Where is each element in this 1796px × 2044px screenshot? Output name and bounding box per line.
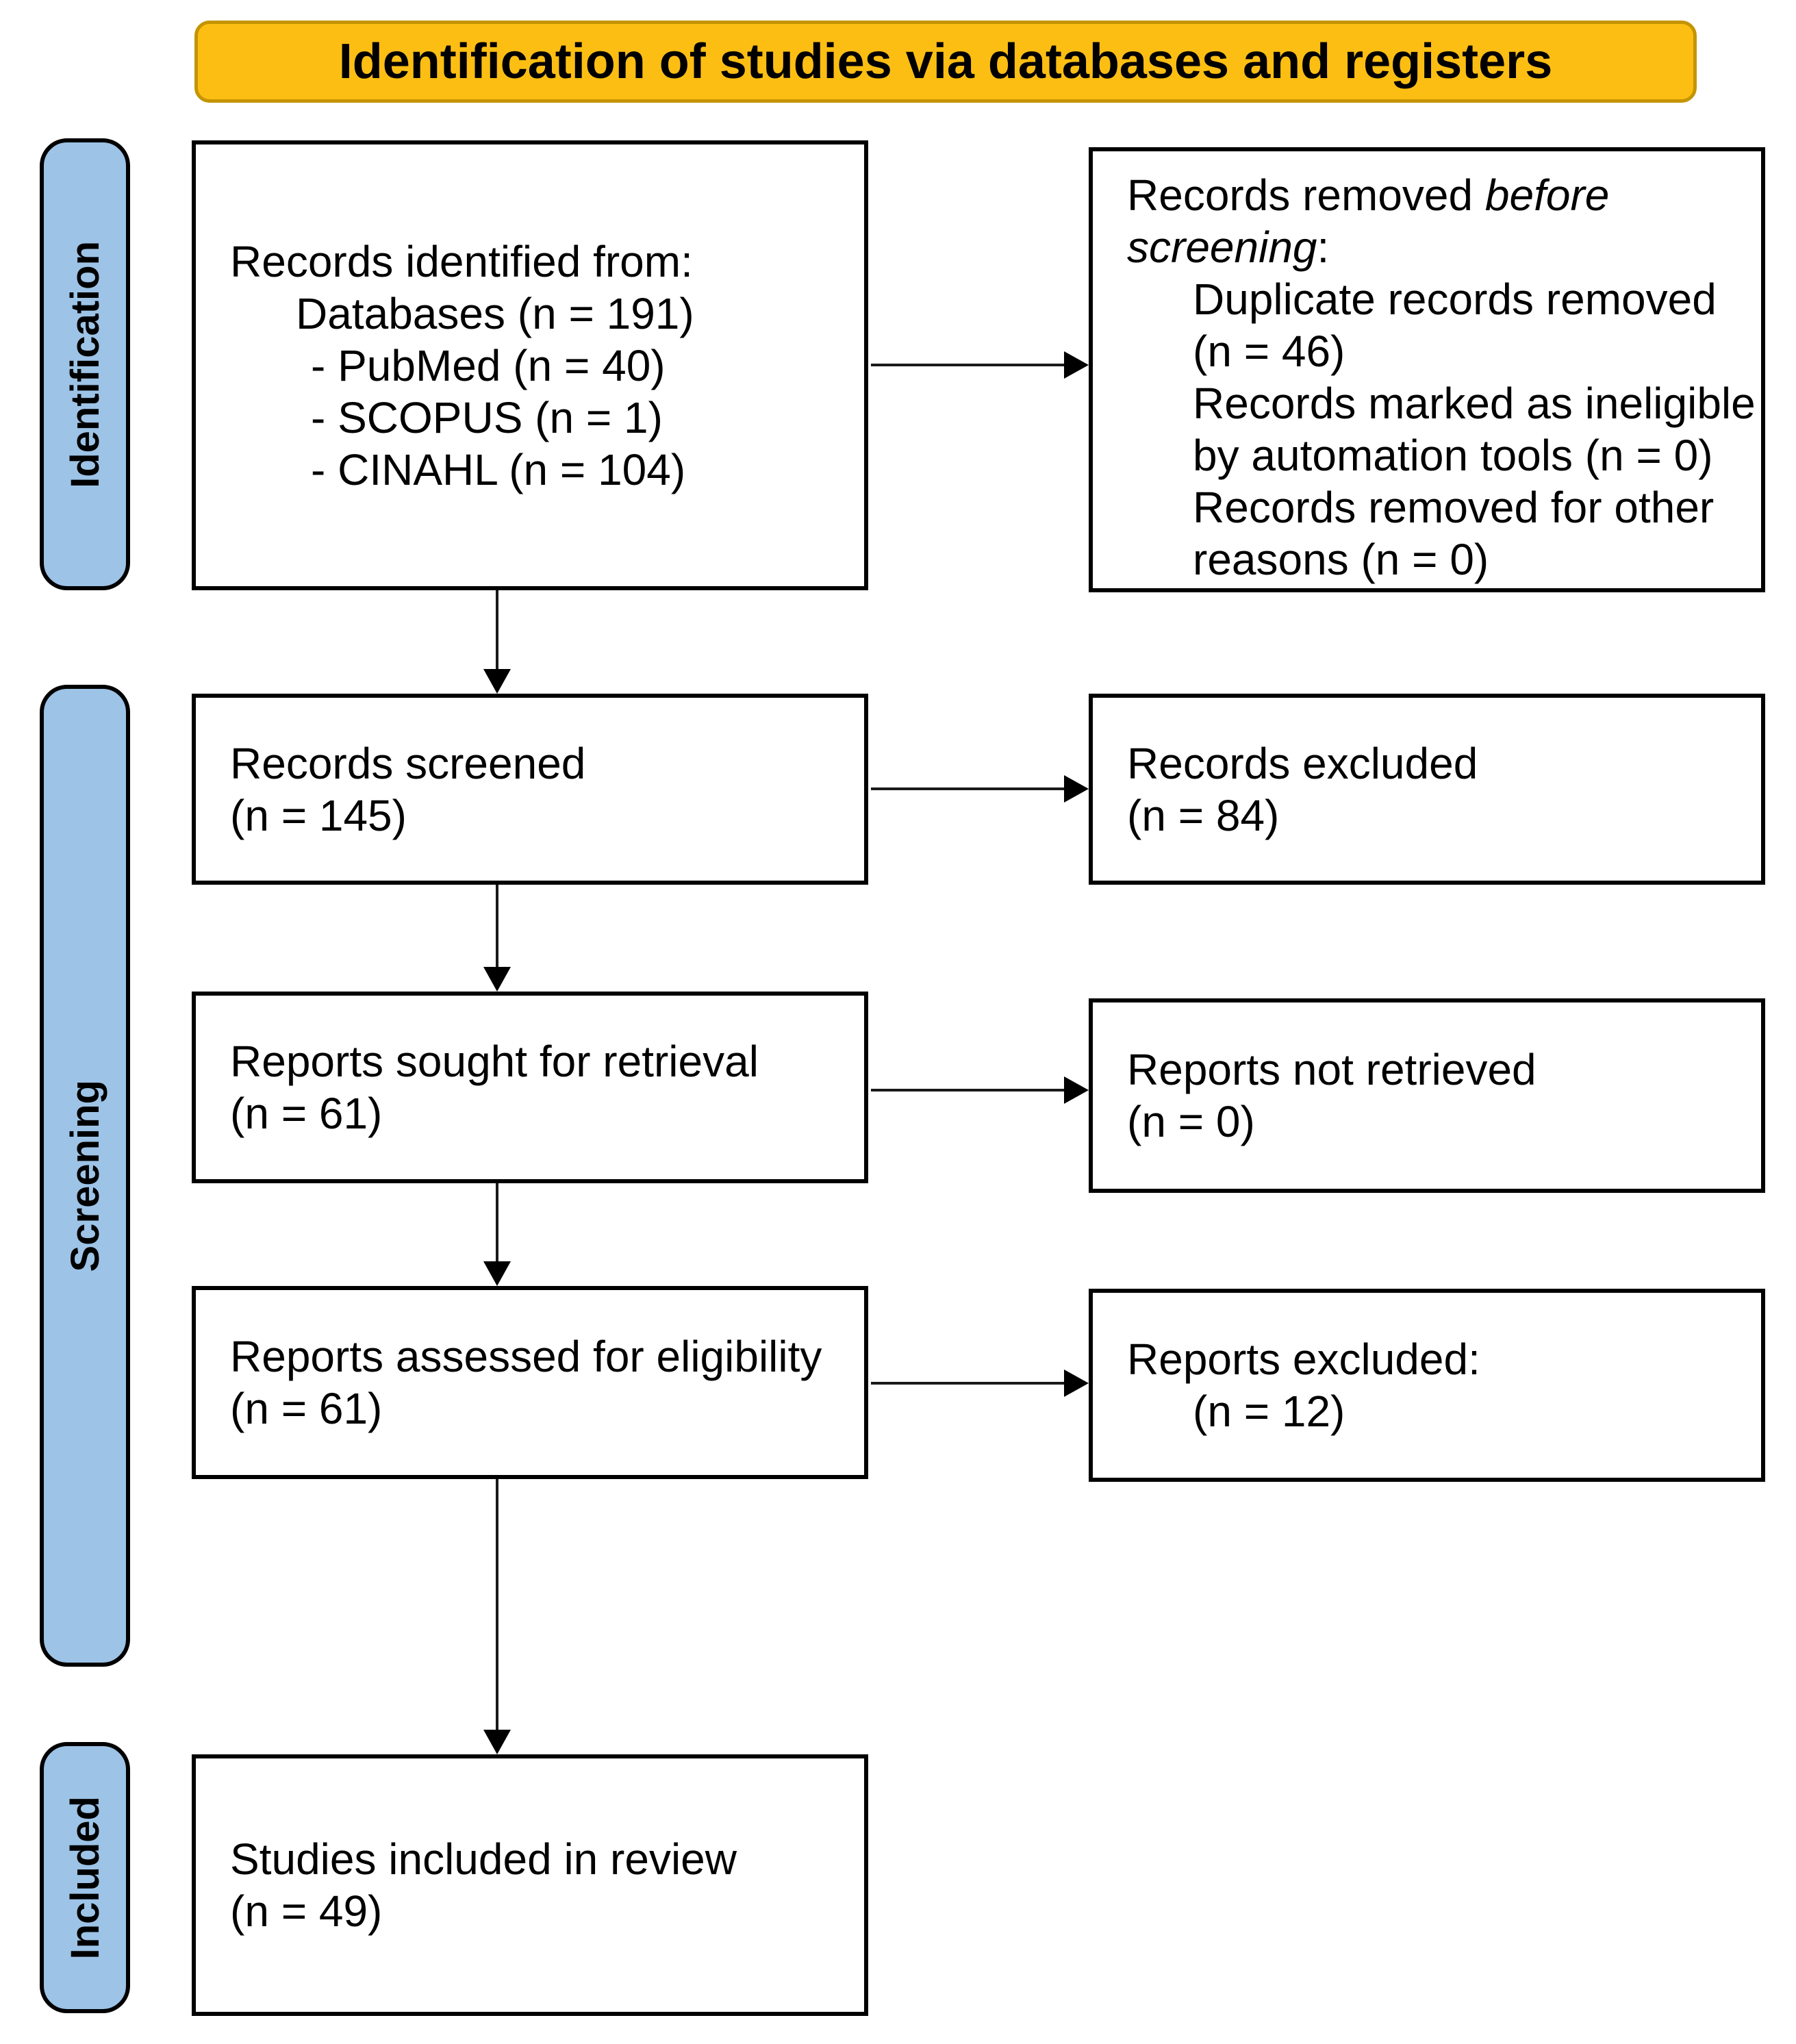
box-reports-assessed: Reports assessed for eligibility(n = 61) bbox=[192, 1286, 868, 1479]
arrowhead-right-icon bbox=[1064, 775, 1089, 803]
box-records-identified: Records identified from:Databases (n = 1… bbox=[192, 140, 868, 590]
arrow-stem bbox=[871, 364, 1068, 366]
arrowhead-right-icon bbox=[1064, 1370, 1089, 1397]
box-text-line: Records excluded bbox=[1127, 738, 1478, 788]
box-text-line: (n = 84) bbox=[1127, 790, 1280, 840]
stage-included: Included bbox=[40, 1742, 130, 2013]
box-text-line: Studies included in review bbox=[230, 1834, 737, 1884]
stage-identification-label: Identification bbox=[62, 240, 107, 488]
arrow-stem bbox=[496, 1479, 498, 1732]
stage-included-label: Included bbox=[62, 1795, 107, 1960]
box-text-line: Reports excluded: bbox=[1127, 1335, 1480, 1384]
arrow-stem bbox=[871, 1382, 1068, 1385]
box-text-line: screening: bbox=[1127, 223, 1330, 272]
box-text-line: (n = 12) bbox=[1193, 1387, 1345, 1436]
arrowhead-right-icon bbox=[1064, 351, 1089, 379]
box-text-line: Databases (n = 191) bbox=[296, 288, 694, 338]
box-text-line: (n = 145) bbox=[230, 790, 407, 840]
box-text-line: - CINAHL (n = 104) bbox=[311, 444, 686, 494]
arrowhead-down-icon bbox=[483, 1730, 511, 1754]
box-records-excluded: Records excluded(n = 84) bbox=[1089, 694, 1765, 885]
diagram-title: Identification of studies via databases … bbox=[338, 34, 1553, 89]
arrow-identified-to-removed bbox=[871, 351, 1089, 379]
arrowhead-right-icon bbox=[1064, 1076, 1089, 1104]
stage-screening-label: Screening bbox=[62, 1079, 107, 1272]
box-text-line: Reports not retrieved bbox=[1127, 1045, 1536, 1094]
box-text-line: Records removed for other bbox=[1193, 483, 1715, 532]
arrow-screened-to-sought bbox=[483, 885, 511, 992]
arrow-assessed-to-included bbox=[483, 1479, 511, 1754]
arrow-stem bbox=[496, 1183, 498, 1264]
box-reports-excluded: Reports excluded:(n = 12) bbox=[1089, 1289, 1765, 1482]
box-text-line: Records marked as ineligible bbox=[1193, 379, 1756, 428]
box-text-line: reasons (n = 0) bbox=[1193, 535, 1489, 584]
arrow-stem bbox=[871, 787, 1068, 790]
box-text-line: - PubMed (n = 40) bbox=[311, 340, 666, 390]
stage-screening: Screening bbox=[40, 685, 130, 1667]
box-text-line: (n = 61) bbox=[230, 1089, 383, 1138]
arrow-stem bbox=[496, 885, 498, 970]
box-text-line: Reports assessed for eligibility bbox=[230, 1332, 822, 1381]
box-studies-included: Studies included in review(n = 49) bbox=[192, 1754, 868, 2016]
box-text-line: by automation tools (n = 0) bbox=[1193, 431, 1713, 480]
box-text-line: Duplicate records removed bbox=[1193, 275, 1717, 324]
arrowhead-down-icon bbox=[483, 967, 511, 992]
box-reports-not-retrieved: Reports not retrieved(n = 0) bbox=[1089, 998, 1765, 1193]
arrow-sought-to-assessed bbox=[483, 1183, 511, 1286]
box-reports-sought: Reports sought for retrieval(n = 61) bbox=[192, 992, 868, 1183]
box-text-line: (n = 61) bbox=[230, 1384, 383, 1433]
arrowhead-down-icon bbox=[483, 669, 511, 694]
box-text-line: (n = 46) bbox=[1193, 327, 1345, 376]
box-text-line: Reports sought for retrieval bbox=[230, 1037, 759, 1086]
box-text-line: - SCOPUS (n = 1) bbox=[311, 392, 663, 442]
arrow-sought-to-not-retrieved bbox=[871, 1076, 1089, 1104]
box-text-line: Records identified from: bbox=[230, 236, 693, 286]
box-text-line: Records removed before bbox=[1127, 171, 1610, 220]
box-records-screened: Records screened(n = 145) bbox=[192, 694, 868, 885]
arrow-identified-to-screened bbox=[483, 590, 511, 694]
arrow-screened-to-excluded bbox=[871, 775, 1089, 803]
arrow-stem bbox=[871, 1089, 1068, 1092]
arrowhead-down-icon bbox=[483, 1261, 511, 1286]
box-text-line: (n = 49) bbox=[230, 1887, 383, 1936]
box-text-line: Records screened bbox=[230, 738, 586, 788]
arrow-stem bbox=[496, 590, 498, 672]
arrow-assessed-to-excluded bbox=[871, 1370, 1089, 1397]
box-text-line: (n = 0) bbox=[1127, 1097, 1255, 1146]
title-banner: Identification of studies via databases … bbox=[194, 21, 1697, 103]
stage-identification: Identification bbox=[40, 138, 130, 590]
